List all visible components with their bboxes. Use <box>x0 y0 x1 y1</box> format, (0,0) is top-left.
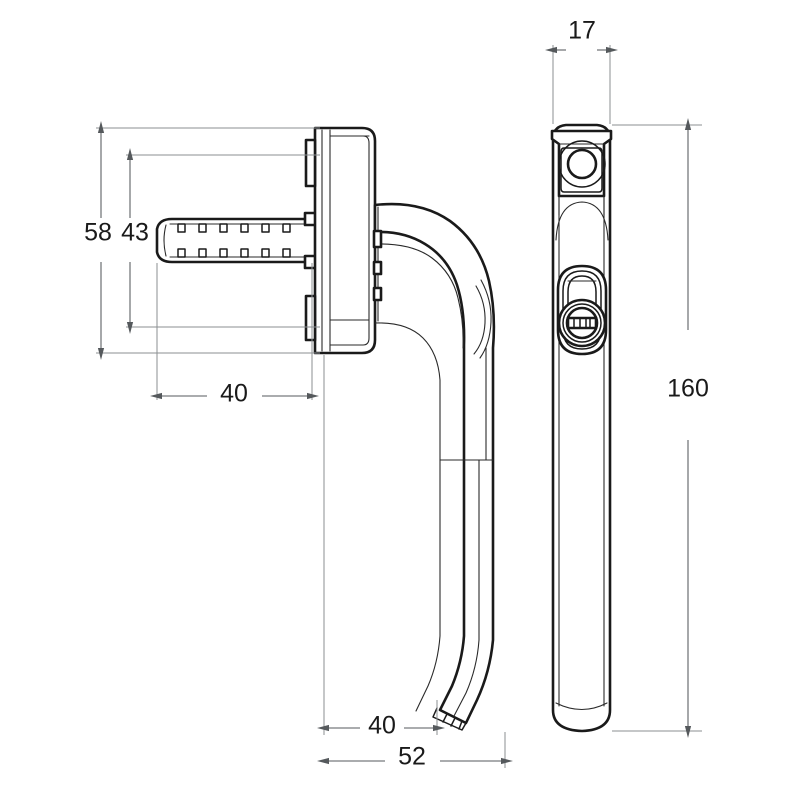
dimension-40-spindle: 40 <box>150 263 319 408</box>
dimension-label-17: 17 <box>568 17 596 45</box>
lever-handle-side <box>372 202 496 731</box>
dimension-43: 43 <box>121 148 320 334</box>
dimension-58: 58 <box>84 121 320 360</box>
backplate-side <box>313 126 377 355</box>
side-elevation-view <box>155 126 496 731</box>
dimension-label-43: 43 <box>121 219 149 247</box>
dimension-label-40-spindle: 40 <box>220 380 248 408</box>
dimension-layer: 58 43 40 <box>84 17 709 771</box>
dimension-40-projection: 40 <box>317 355 445 740</box>
spindle-boss-front <box>550 129 613 198</box>
front-elevation-view <box>550 123 613 733</box>
dimension-160: 160 <box>612 118 709 738</box>
spindle-serration-bottom <box>177 248 291 258</box>
dimension-label-58: 58 <box>84 219 112 247</box>
dimension-label-52: 52 <box>398 743 426 771</box>
lock-cylinder-front <box>556 264 608 356</box>
spindle-group <box>155 211 321 270</box>
dimension-label-160: 160 <box>667 375 709 403</box>
dimension-17: 17 <box>545 17 618 124</box>
dimension-label-40-projection: 40 <box>368 712 396 740</box>
spindle-serration-top <box>177 223 291 233</box>
dimension-52: 52 <box>317 732 513 771</box>
